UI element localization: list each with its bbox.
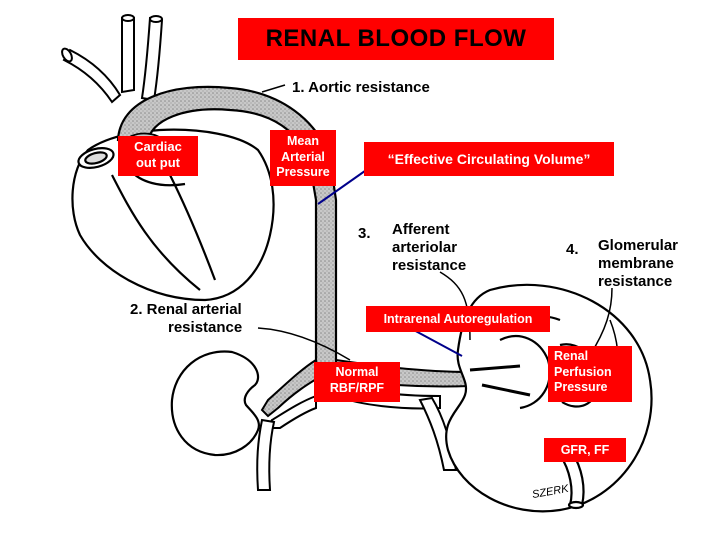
annotation-renal-arterial-1: 2. Renal arterial [130,301,242,318]
pointer-lines [317,165,463,357]
annotation-glomerular-1: Glomerular [598,237,679,254]
annotation-glomerular-2: membrane [598,255,674,272]
label-mean-arterial-pressure: Mean Arterial Pressure [270,130,336,186]
label-map-line2: Arterial [281,149,325,164]
label-rpp-line3: Pressure [554,380,608,395]
left-kidney [170,350,260,457]
label-effective-circulating-volume: “Effective Circulating Volume” [364,142,614,176]
label-cardiac-output: Cardiac out put [118,136,198,176]
label-cardiac-output-line1: Cardiac [134,139,182,154]
annotation-afferent-2: arteriolar [392,239,458,256]
annotation-aortic-resistance: 1. Aortic resistance [292,79,430,96]
annotation-afferent-3: resistance [392,257,467,274]
label-rpp-line1: Renal [554,349,589,363]
label-gfr-ff: GFR, FF [544,438,626,462]
diagram-title: RENAL BLOOD FLOW [238,18,554,60]
label-renal-perfusion-pressure: Renal Perfusion Pressure [548,346,632,402]
great-vessels [61,14,164,104]
annotation-glomerular-3: resistance [598,273,673,290]
label-normal-rbf-rpf: Normal RBF/RPF [314,362,400,402]
label-rpp-line2: Perfusion [554,364,612,379]
annotation-afferent-1: Afferent [392,221,450,238]
label-map-line1: Mean [287,134,319,148]
annotation-afferent-number: 3. [358,225,371,242]
label-rbf-line1: Normal [335,365,379,379]
annotation-renal-arterial-2: resistance [168,319,243,336]
label-map-line3: Pressure [276,165,330,180]
annotation-glomerular-number: 4. [566,241,579,258]
label-intrarenal-autoregulation: Intrarenal Autoregulation [366,306,550,332]
label-rbf-line2: RBF/RPF [329,380,385,395]
label-cardiac-output-line2: out put [135,155,181,171]
